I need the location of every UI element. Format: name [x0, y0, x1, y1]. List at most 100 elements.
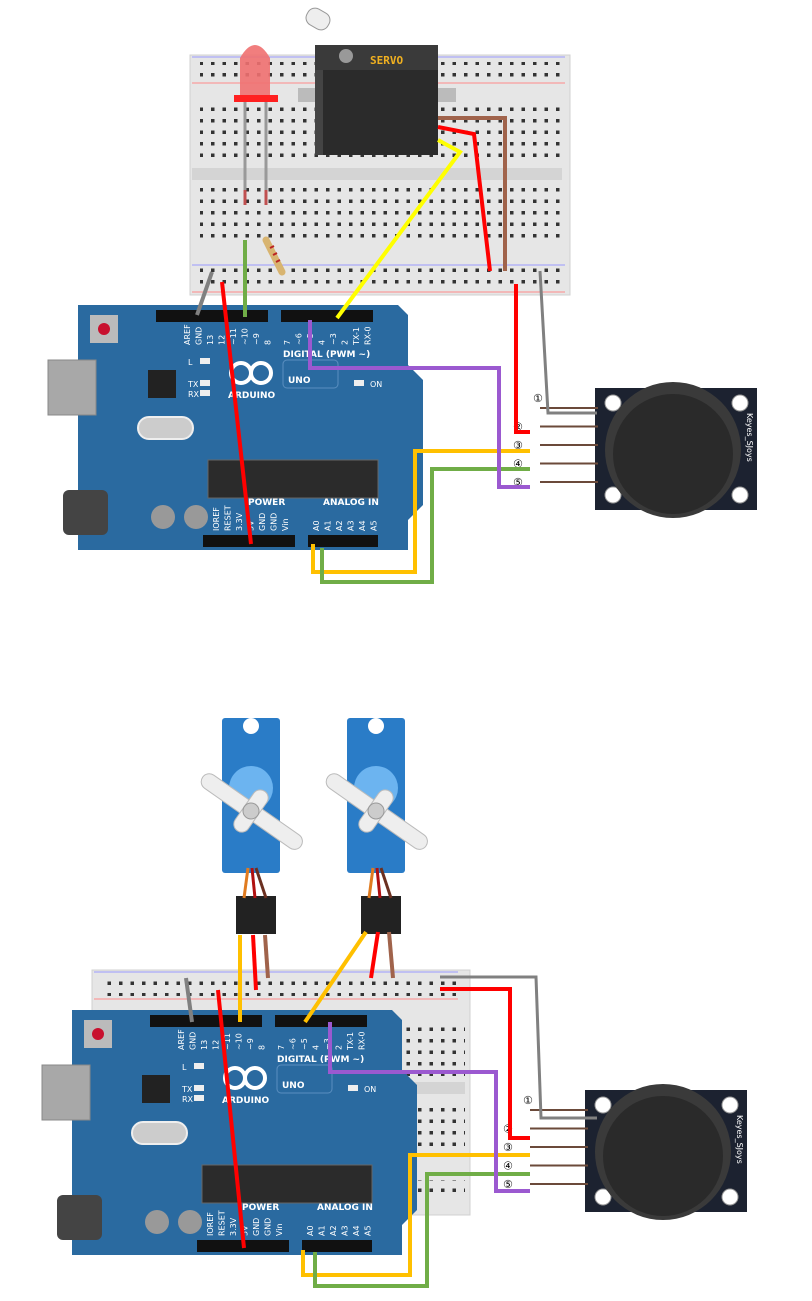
- joystick-cap-top: [613, 394, 733, 514]
- arduino-logo-text: ARDUINO: [228, 391, 276, 401]
- atmega-chip: [201, 1164, 373, 1204]
- analog-label: ANALOG IN: [317, 1203, 373, 1213]
- led-label: TX: [187, 380, 199, 389]
- mounting-hole: [594, 1188, 612, 1206]
- analog-header: [302, 1240, 372, 1252]
- led-label: RX: [188, 390, 200, 399]
- pin-label: Vin: [281, 518, 290, 531]
- capacitor: [178, 1210, 202, 1234]
- pin-label: A5: [370, 520, 379, 531]
- led-indicator: [354, 380, 364, 386]
- pin-label: A1: [324, 520, 333, 531]
- pin-number-label: ③: [503, 1141, 513, 1154]
- pin-label: 8: [264, 340, 273, 345]
- servo-lead: [250, 867, 257, 899]
- led-label: L: [188, 358, 193, 367]
- servo-tab-hole: [368, 718, 384, 734]
- pin-label: ~3: [323, 1038, 332, 1050]
- wire-servo1-gnd: [263, 934, 270, 979]
- led-label: RX: [182, 1095, 194, 1104]
- wire-servo-signal: [335, 138, 463, 320]
- led-indicator: [200, 390, 210, 396]
- wire-joystick-vrx: [311, 449, 530, 574]
- pin-label: A5: [364, 1225, 373, 1236]
- pin-label: A2: [335, 520, 344, 531]
- pin-label: TX-1: [346, 1032, 355, 1051]
- mounting-hole: [594, 1096, 612, 1114]
- led-label: TX: [181, 1085, 193, 1094]
- wire-joystick-vcc: [514, 284, 530, 434]
- pin-label: 5V: [247, 520, 256, 531]
- pin-label: RESET: [218, 1210, 227, 1236]
- digital-header-right: [281, 310, 373, 322]
- pin-label: A2: [329, 1225, 338, 1236]
- pin-label: A1: [318, 1225, 327, 1236]
- pin-label: ~5: [300, 1038, 309, 1050]
- pin-label: GND: [264, 1218, 273, 1236]
- joystick-cap-top: [603, 1096, 723, 1216]
- power-jack: [63, 490, 108, 535]
- pin-label: 13: [206, 335, 215, 345]
- pin-label: A4: [352, 1225, 361, 1236]
- servo-lead: [367, 867, 375, 899]
- wire-joystick-vcc: [440, 987, 530, 1140]
- power-label: POWER: [242, 1203, 279, 1213]
- led-indicator: [348, 1085, 358, 1091]
- pin-label: GND: [258, 513, 267, 531]
- wire-5v-arduino: [220, 281, 253, 545]
- pin-label: A0: [312, 520, 321, 531]
- power-jack: [57, 1195, 102, 1240]
- pin-number-label: ③: [513, 439, 523, 452]
- mounting-hole: [721, 1096, 739, 1114]
- resistor: [262, 236, 286, 276]
- servo-lead: [375, 867, 382, 899]
- wire-joystick-sw: [328, 1022, 530, 1193]
- wire-5v-arduino: [216, 989, 246, 1249]
- wire-servo2-gnd: [387, 931, 395, 979]
- pin-label: 12: [212, 1040, 221, 1050]
- usb-chip: [148, 370, 176, 398]
- servo-motor: SERVO: [298, 7, 456, 155]
- servo-screw: [367, 802, 385, 820]
- pin-label: GND: [270, 513, 279, 531]
- pin-label: ~11: [229, 328, 238, 345]
- pin-label: ~3: [329, 333, 338, 345]
- pin-label: 3.3V: [229, 1217, 238, 1236]
- digital-header-right: [275, 1015, 367, 1027]
- pin-label: A4: [358, 520, 367, 531]
- servo-screw: [242, 802, 260, 820]
- digital-header-label: DIGITAL (PWM ~): [283, 350, 370, 360]
- pin-label: RESET: [224, 505, 233, 531]
- wire-servo2-signal: [303, 930, 368, 1024]
- pin-label: Vin: [275, 1223, 284, 1236]
- pin-label: 13: [200, 1040, 209, 1050]
- pin-label: RX-0: [358, 1031, 367, 1050]
- servo-lead: [242, 867, 250, 899]
- pin-label: ~10: [241, 328, 250, 345]
- reset-button-cap: [98, 323, 110, 335]
- pin-label: 12: [218, 335, 227, 345]
- servo-label: SERVO: [370, 54, 403, 67]
- led-indicator: [194, 1063, 204, 1069]
- wire-joystick-gnd: [440, 975, 597, 1120]
- wire-servo2-vcc: [369, 931, 380, 979]
- pin-number-label: ①: [533, 392, 543, 405]
- wire-servo1-vcc: [251, 934, 258, 991]
- digital-header-left: [150, 1015, 262, 1027]
- pin-label: 7: [283, 340, 292, 345]
- wire-joystick-gnd: [538, 270, 597, 415]
- arduino-logo-icon: [249, 361, 273, 385]
- pin-label: 2: [335, 1045, 344, 1050]
- wire-servo-vcc: [437, 125, 492, 272]
- pin-label: A0: [306, 1225, 315, 1236]
- capacitor: [145, 1210, 169, 1234]
- pin-label: AREF: [183, 324, 192, 345]
- led-label: L: [182, 1063, 187, 1072]
- usb-chip: [142, 1075, 170, 1103]
- atmega-chip: [207, 459, 379, 499]
- crystal: [137, 416, 194, 440]
